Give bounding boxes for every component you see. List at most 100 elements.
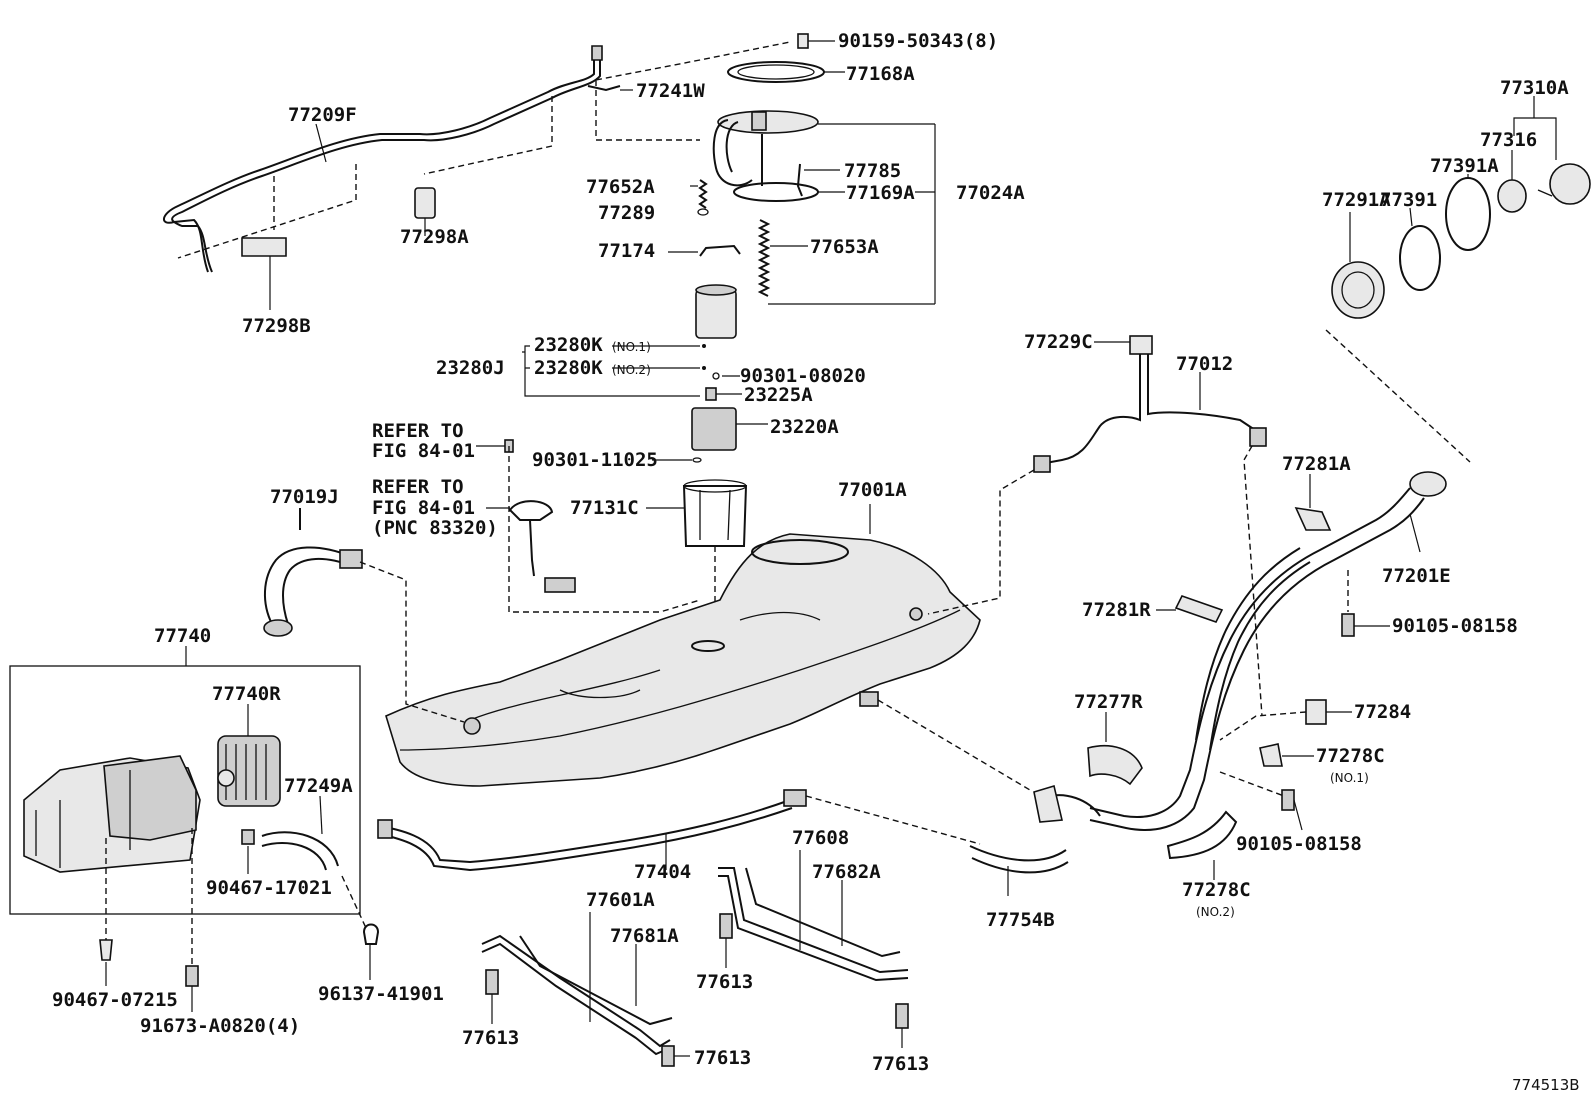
- pump-module-body: [695, 284, 737, 339]
- label-refer2-line2: FIG 84-01: [372, 497, 475, 519]
- label-77249A: 77249A: [284, 775, 353, 797]
- sender-gauge: [486, 446, 701, 613]
- cap-77310A: [1513, 96, 1591, 205]
- label-77682A: 77682A: [812, 861, 881, 883]
- filter-77740R: [217, 704, 281, 807]
- label-23280K-1: 23280K: [534, 334, 603, 356]
- fuel-tank: [385, 504, 981, 787]
- label-90301-08020: 90301-08020: [740, 365, 866, 387]
- label-refer1-line2: FIG 84-01: [372, 440, 475, 462]
- pump-bracket-dashed: [595, 41, 791, 141]
- label-77608: 77608: [792, 827, 849, 849]
- vent-line-77209F: [163, 45, 603, 273]
- labels: 90159-50343(8) 77168A 77241W 77209F 7778…: [52, 30, 1580, 1094]
- label-77001A: 77001A: [838, 479, 907, 501]
- label-77278C-1: 77278C: [1316, 745, 1385, 767]
- label-23220A: 23220A: [770, 416, 839, 438]
- label-77740R: 77740R: [212, 683, 281, 705]
- diagram-id: 774513B: [1512, 1076, 1580, 1094]
- label-refer1-line1: REFER TO: [372, 420, 464, 442]
- label-77289: 77289: [598, 202, 655, 224]
- label-77024A: 77024A: [956, 182, 1025, 204]
- label-77019J: 77019J: [270, 486, 339, 508]
- hose-77019J: [263, 508, 465, 723]
- bolt-90159: [797, 33, 835, 49]
- hose-77754B: [969, 845, 1069, 896]
- label-77229C: 77229C: [1024, 331, 1093, 353]
- label-77174: 77174: [598, 240, 655, 262]
- label-77601A: 77601A: [586, 889, 655, 911]
- label-23280K-1-note: (NO.1): [612, 340, 651, 354]
- label-77281R: 77281R: [1082, 599, 1151, 621]
- label-77652A: 77652A: [586, 176, 655, 198]
- label-90105-08158-a: 90105-08158: [1392, 615, 1518, 637]
- filter-23225A: [705, 387, 742, 401]
- label-77012: 77012: [1176, 353, 1233, 375]
- label-77201E: 77201E: [1382, 565, 1451, 587]
- clip-77241W: [587, 85, 633, 92]
- label-refer2-line1: REFER TO: [372, 476, 464, 498]
- bolt-90105-a: [1341, 570, 1390, 637]
- label-96137-41901: 96137-41901: [318, 983, 444, 1005]
- bolt-90301-11025: [652, 457, 702, 463]
- clamp-77278C-2: [1166, 810, 1238, 880]
- label-77278C-1-note: (NO.1): [1330, 771, 1369, 785]
- label-77284: 77284: [1354, 701, 1411, 723]
- label-77613-d: 77613: [872, 1053, 929, 1075]
- label-77310A: 77310A: [1500, 77, 1569, 99]
- neck-77291A: [1331, 212, 1385, 319]
- label-77209F: 77209F: [288, 104, 357, 126]
- pins-canister: [99, 828, 199, 1012]
- spring-77653A: [757, 219, 808, 297]
- clamp-77284: [1219, 699, 1352, 741]
- hose-77277R: [1087, 712, 1143, 786]
- pump-top-flange: [712, 110, 936, 305]
- clip-90467-17021: [241, 829, 255, 874]
- label-90159-50343: 90159-50343(8): [838, 30, 998, 52]
- label-77391A: 77391A: [1430, 155, 1499, 177]
- label-90467-07215: 90467-07215: [52, 989, 178, 1011]
- label-90105-08158-b: 90105-08158: [1236, 833, 1362, 855]
- gasket-77391A: [1445, 174, 1491, 251]
- label-77613-b: 77613: [696, 971, 753, 993]
- wire-77785: [796, 163, 840, 197]
- label-77169A: 77169A: [846, 182, 915, 204]
- line-tank-to-filler: [877, 699, 1031, 791]
- clip-77298B: [241, 237, 287, 310]
- line-77404: [377, 789, 981, 872]
- filler-pipe: [1033, 329, 1471, 831]
- label-77785: 77785: [844, 160, 901, 182]
- label-90301-11025: 90301-11025: [532, 449, 658, 471]
- clip-77281A: [1294, 474, 1332, 531]
- label-23280K-2-note: (NO.2): [612, 363, 651, 377]
- label-77754B: 77754B: [986, 909, 1055, 931]
- label-refer2-line3: (PNC 83320): [372, 517, 498, 539]
- label-23280K-2: 23280K: [534, 357, 603, 379]
- pump-23220A: [691, 407, 768, 451]
- label-77278C-2-note: (NO.2): [1196, 905, 1235, 919]
- small-seals: [522, 344, 740, 397]
- line-77012: [927, 335, 1267, 717]
- canister-box: [9, 646, 361, 915]
- clamp-77278C-1: [1259, 743, 1314, 767]
- label-77740: 77740: [154, 625, 211, 647]
- bolts-77613: [485, 913, 909, 1067]
- clip-77298A: [414, 187, 436, 236]
- label-77241W: 77241W: [636, 80, 705, 102]
- label-77298A: 77298A: [400, 226, 469, 248]
- clip-96137: [341, 875, 380, 980]
- label-77131C: 77131C: [570, 497, 639, 519]
- ring-77316: [1497, 150, 1527, 213]
- spring-77652A: [690, 179, 708, 209]
- label-23225A: 23225A: [744, 384, 813, 406]
- strap-77608: [718, 850, 909, 982]
- label-90467-17021: 90467-17021: [206, 877, 332, 899]
- label-77278C-2: 77278C: [1182, 879, 1251, 901]
- clip-77281R: [1156, 595, 1224, 623]
- label-77391: 77391: [1380, 189, 1437, 211]
- bolt-refer1: [476, 439, 514, 453]
- label-77653A: 77653A: [810, 236, 879, 258]
- label-77298B: 77298B: [242, 315, 311, 337]
